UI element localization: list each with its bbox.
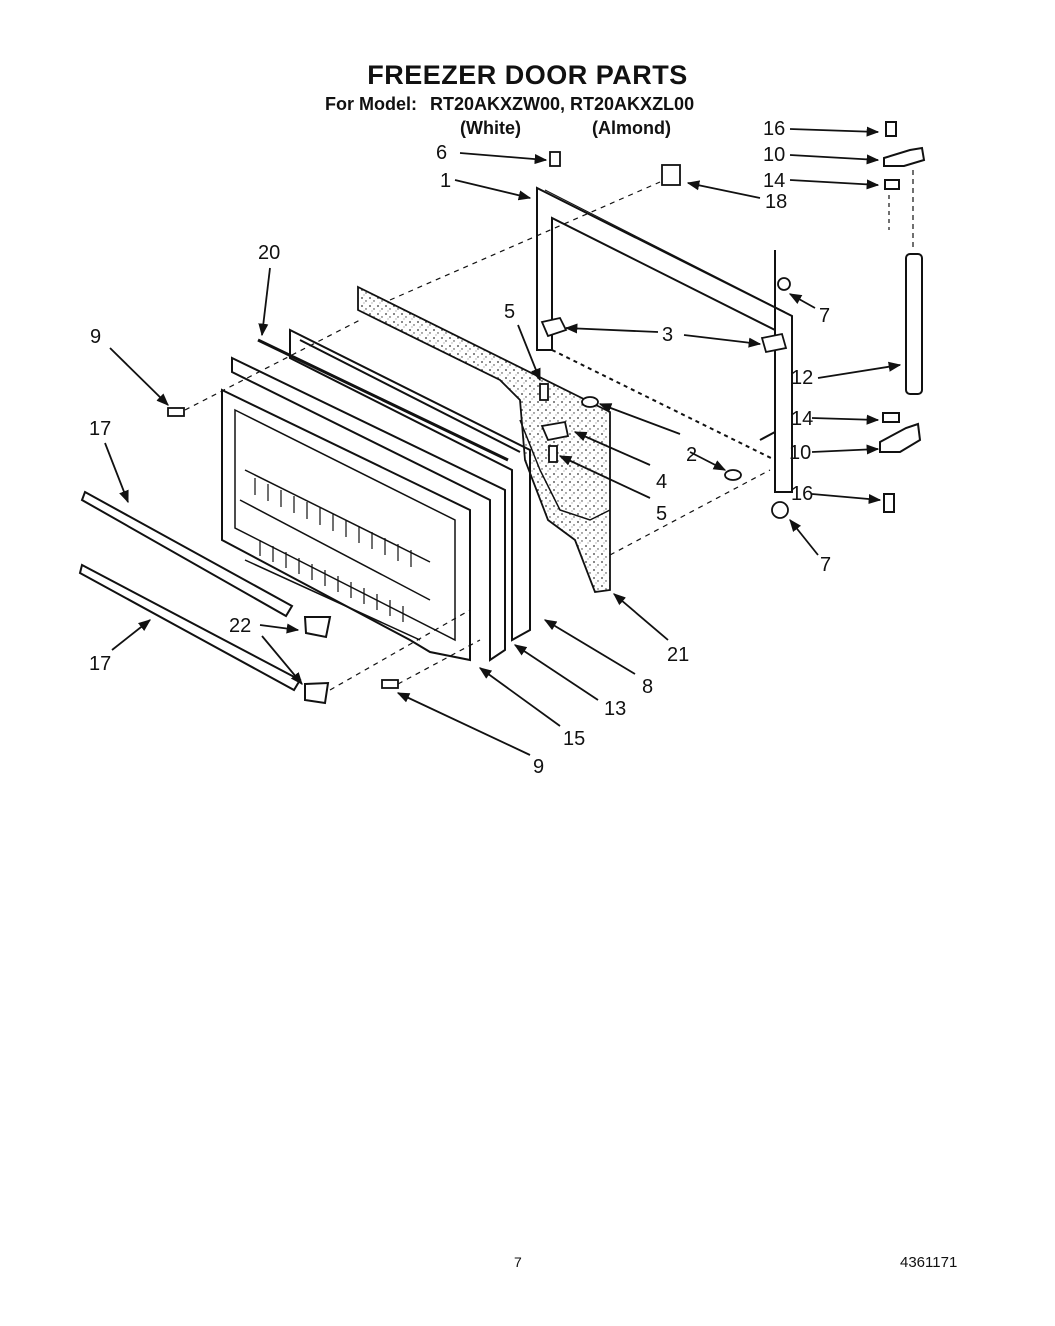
stop-upper [581,396,599,408]
callout-21: 21 [667,644,689,666]
variant-white: (White) [460,118,521,138]
page-title: FREEZER DOOR PARTS [367,60,688,90]
liner-ribs-bottom [259,540,404,622]
upper-hinge [883,146,926,167]
upper-hinge-screw [885,121,897,137]
callout-16-lower: 16 [791,483,813,505]
callout-4: 4 [656,471,667,493]
door-frame [536,186,793,493]
screw-left [167,407,185,417]
end-cap-lower [304,681,330,705]
top-screw [549,151,561,167]
leader-arrows [104,126,902,756]
callout-labels: 1 2 3 4 5 5 6 7 7 8 9 9 10 10 12 13 14 1… [89,118,831,778]
door-handles [78,490,332,705]
callout-17-upper: 17 [89,418,111,440]
shim-plate [661,164,681,186]
hinge-assembly [879,121,926,513]
variant-almond: (Almond) [592,118,671,138]
screw-lower [548,445,558,463]
liner-ribs-top [254,478,412,567]
callout-10-lower: 10 [789,442,811,464]
callout-7-upper: 7 [819,305,830,327]
callout-9-bottom: 9 [533,756,544,778]
callout-13: 13 [604,698,626,720]
lower-hinge [879,422,922,453]
model-numbers: RT20AKXZW00, RT20AKXZL00 [430,94,695,114]
stop-lower [724,469,742,481]
right-bracket [760,332,788,354]
end-cap-upper [303,616,332,639]
model-line: For Model: RT20AKXZW00, RT20AKXZL00 [325,94,694,115]
callout-12: 12 [791,367,813,389]
lower-hinge-screw [883,493,895,513]
callout-17-lower: 17 [89,653,111,675]
callout-15: 15 [563,728,585,750]
callout-5-lower: 5 [656,503,667,525]
callout-9-left: 9 [90,326,101,348]
callout-2: 2 [686,444,697,466]
alignment-lines [184,181,771,691]
screw-bottom [381,679,399,689]
inner-liner [221,388,471,662]
top-cap [777,277,791,291]
callout-16-upper: 16 [763,118,785,140]
page-number: 7 [514,1254,522,1270]
callout-7-lower: 7 [820,554,831,576]
callout-6: 6 [436,142,447,164]
callout-14-lower: 14 [791,408,813,430]
callout-14-upper: 14 [763,170,785,192]
callout-10-upper: 10 [763,144,785,166]
hinge-pin-cover [905,253,923,395]
hardware [167,151,791,689]
callout-5-upper: 5 [504,301,515,323]
foam-insulation [357,285,611,593]
left-bracket [540,316,568,338]
screw-upper [539,383,549,401]
bottom-cap [771,501,789,519]
callout-3: 3 [662,324,673,346]
callout-22: 22 [229,615,251,637]
model-label: For Model: [325,94,417,114]
door-gasket [231,328,531,662]
callout-20: 20 [258,242,280,264]
clip [540,420,570,442]
lower-shim [882,412,900,423]
upper-shim [884,179,900,190]
callout-8: 8 [642,676,653,698]
callout-1: 1 [440,170,451,192]
callout-18: 18 [765,191,787,213]
document-number: 4361171 [900,1254,958,1271]
